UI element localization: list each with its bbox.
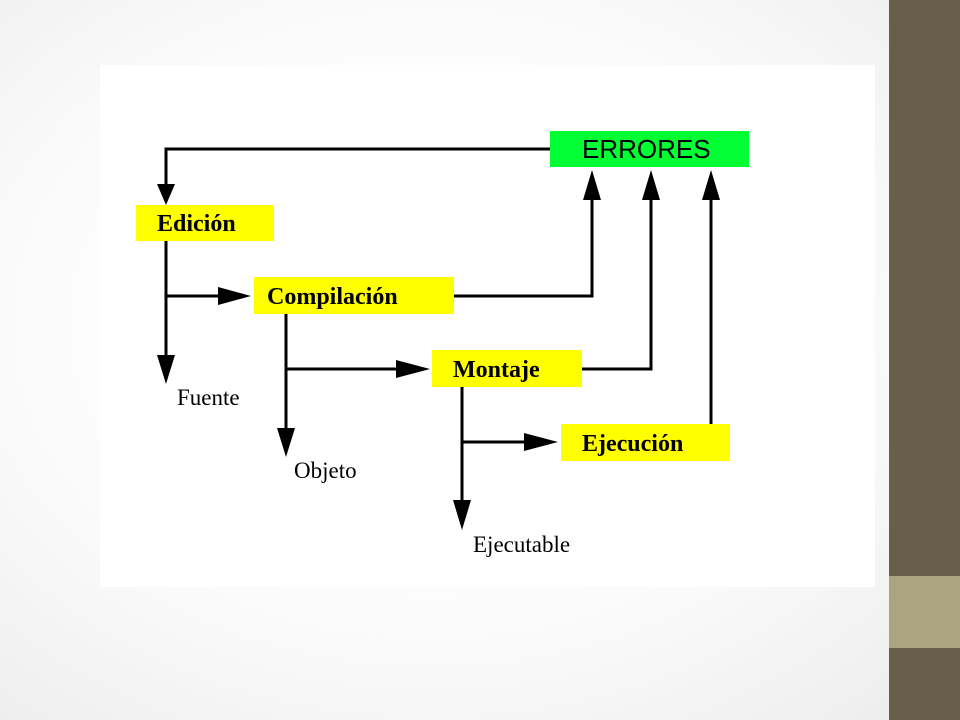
errores-to-edicion-arrow [157, 147, 550, 205]
montaje-to-errores-arrow [582, 170, 660, 371]
compilacion-label: Compilación [267, 284, 398, 310]
fuente-label: Fuente [177, 385, 240, 410]
edicion-to-compilacion-arrow [166, 287, 251, 305]
ejecucion-to-errores-arrow [702, 170, 720, 424]
ejecucion-box [561, 424, 730, 461]
sidebar-decoration-accent [889, 576, 960, 648]
errores-label: ERRORES [582, 134, 711, 164]
montaje-box [432, 350, 582, 387]
edicion-label: Edición [157, 211, 236, 237]
ejecutable-arrowhead [453, 500, 471, 530]
compilacion-to-errores-arrow [454, 170, 601, 298]
montaje-label: Montaje [453, 357, 540, 383]
objeto-label: Objeto [294, 458, 357, 483]
errores-box [550, 131, 749, 167]
fuente-arrowhead [157, 355, 175, 384]
edicion-box [136, 205, 274, 241]
ejecutable-label: Ejecutable [473, 532, 570, 557]
compilacion-to-montaje-arrow [286, 360, 430, 378]
montaje-to-ejecucion-arrow [462, 433, 558, 451]
ejecucion-label: Ejecución [582, 431, 683, 457]
compilacion-box [254, 277, 454, 314]
objeto-arrowhead [277, 428, 295, 457]
